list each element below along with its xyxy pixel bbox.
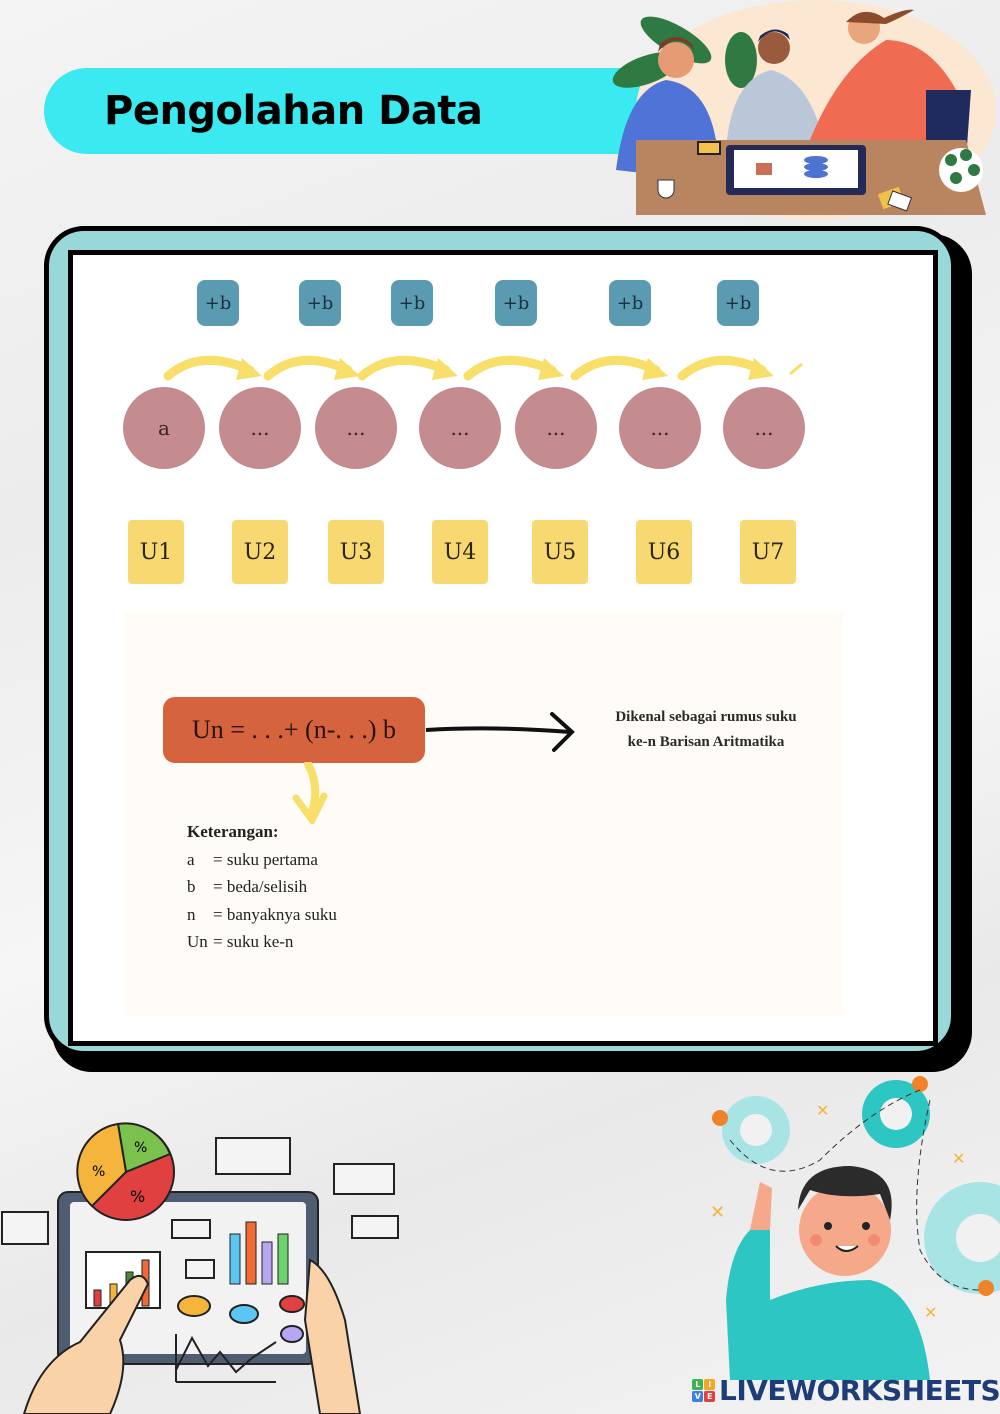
boy-with-gears-illustration: ✕ ✕ ✕ ✕ <box>710 1076 1000 1380</box>
formula-box: Un = . . .+ (n-. . .) b <box>163 697 425 763</box>
arrow-right-icon <box>425 712 575 752</box>
gear-icon <box>862 1080 930 1148</box>
team-meeting-illustration <box>612 0 996 220</box>
text-card-icon <box>215 1137 291 1175</box>
legend: Keterangan: a= suku pertama b= beda/seli… <box>187 818 337 956</box>
formula-panel <box>124 612 844 1016</box>
arrow-down-icon <box>292 762 328 824</box>
title-banner <box>44 68 644 154</box>
term-circle: ... <box>219 387 301 469</box>
description-line: ke-n Barisan Aritmatika <box>627 734 785 750</box>
curved-arrow-icon <box>463 355 557 381</box>
term-circle: a <box>123 387 205 469</box>
term-label: U1 <box>128 520 184 584</box>
formula-description: Dikenal sebagai rumus suku ke-n Barisan … <box>574 705 838 755</box>
boy-face <box>799 1184 891 1276</box>
pie-chart-icon: % % % <box>76 1122 175 1221</box>
increment-box: +b <box>495 280 537 326</box>
sparkle-x-icon: ✕ <box>710 1202 725 1223</box>
text-card-icon <box>351 1215 399 1239</box>
person-head <box>758 32 790 64</box>
hand-left <box>22 1274 150 1414</box>
description-line: Dikenal sebagai rumus suku <box>615 709 797 725</box>
increment-box: +b <box>299 280 341 326</box>
increment-box: +b <box>717 280 759 326</box>
sparkle-x-icon: ✕ <box>816 1101 829 1120</box>
sparkle-x-icon: ✕ <box>952 1149 965 1168</box>
curved-arrow-icon <box>163 355 255 381</box>
term-label: U6 <box>636 520 692 584</box>
term-circle: ... <box>515 387 597 469</box>
legend-heading: Keterangan: <box>187 822 279 841</box>
legend-item: a= suku pertama <box>187 849 318 869</box>
legend-item: b= beda/selisih <box>187 877 308 896</box>
term-label: U7 <box>740 520 796 584</box>
pie-label: % <box>134 1140 147 1156</box>
increment-box: +b <box>197 280 239 326</box>
text-card-icon <box>1 1211 49 1245</box>
boy-body <box>726 1230 930 1380</box>
legend-item: n= banyaknya suku <box>187 904 337 924</box>
pointing-finger <box>750 1182 772 1230</box>
gear-icon <box>722 1096 790 1164</box>
text-card-icon <box>333 1163 395 1195</box>
liveworksheets-logo-icon: L I V E <box>692 1379 715 1402</box>
term-label: U4 <box>432 520 488 584</box>
term-label: U2 <box>232 520 288 584</box>
term-label: U5 <box>532 520 588 584</box>
gear-icon <box>924 1182 1000 1294</box>
person-grey-sweater <box>726 70 826 150</box>
tablet-screen <box>734 150 858 188</box>
coffee-cup-icon <box>657 179 675 199</box>
tablet-data-analysis-illustration: % % % <box>1 1122 399 1414</box>
watermark-text: LIVEWORKSHEETS <box>719 1374 1000 1407</box>
term-circle: ... <box>315 387 397 469</box>
term-circle: ... <box>723 387 805 469</box>
increment-box: +b <box>391 280 433 326</box>
boy-hair <box>798 1166 892 1220</box>
term-label: U3 <box>328 520 384 584</box>
legend-item: Un= suku ke-n <box>187 932 294 951</box>
sparkle-x-icon: ✕ <box>924 1303 937 1322</box>
curved-arrow-icon <box>357 355 451 381</box>
term-circle: ... <box>419 387 501 469</box>
pie-label: % <box>92 1164 105 1180</box>
pie-label: % <box>130 1187 145 1206</box>
page-title: Pengolahan Data <box>104 88 483 134</box>
person-head <box>658 42 694 78</box>
leaf-icon <box>725 32 757 88</box>
hand-right <box>303 1258 362 1414</box>
increment-box: +b <box>609 280 651 326</box>
increment-arrows <box>163 355 803 381</box>
liveworksheets-watermark: L I V E LIVEWORKSHEETS <box>692 1374 1000 1407</box>
term-circle: ... <box>619 387 701 469</box>
